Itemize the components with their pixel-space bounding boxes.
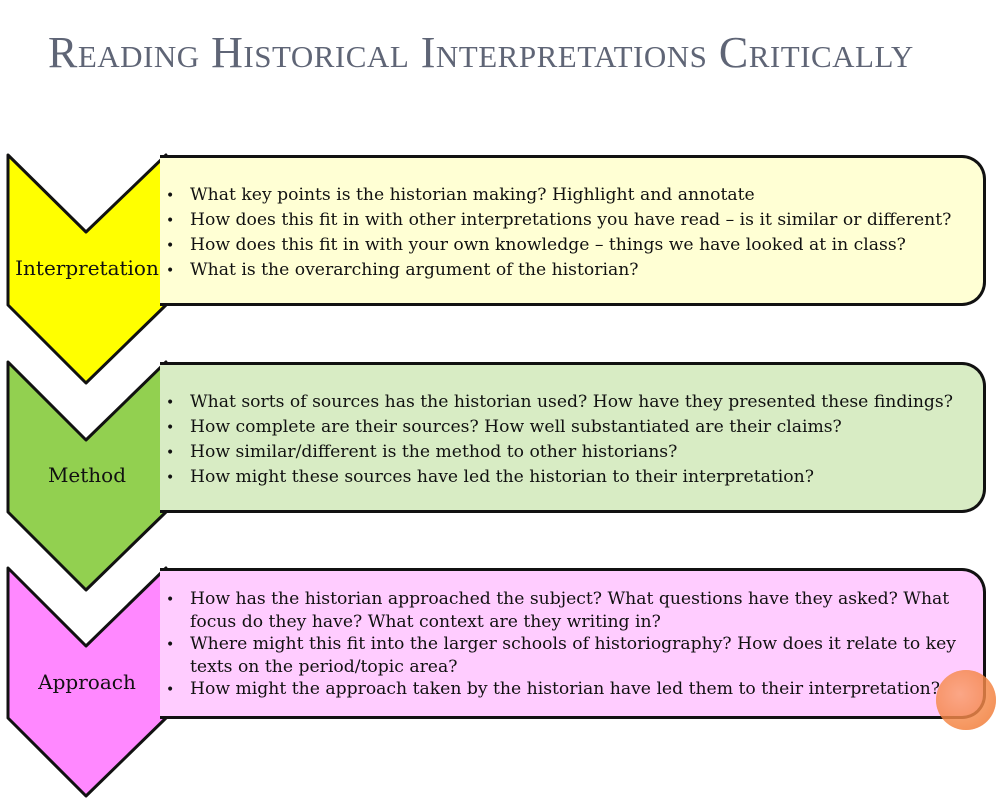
list-item: How does this fit in with your own knowl… xyxy=(160,233,983,258)
list-item: Where might this fit into the larger sch… xyxy=(160,633,969,678)
list-item: How might the approach taken by the hist… xyxy=(160,678,969,701)
list-item: How might these sources have led the his… xyxy=(160,465,983,490)
list-item: How similar/different is the method to o… xyxy=(160,440,983,465)
method-label: Method xyxy=(47,463,127,487)
list-item: How complete are their sources? How well… xyxy=(160,415,983,440)
list-item: How does this fit in with other interpre… xyxy=(160,208,983,233)
approach-points: How has the historian approached the sub… xyxy=(160,588,969,701)
list-item: How has the historian approached the sub… xyxy=(160,588,969,633)
slide-title: Reading Historical Interpretations Criti… xyxy=(48,28,914,77)
method-points: What sorts of sources has the historian … xyxy=(160,390,983,490)
orange-dot-icon xyxy=(936,670,996,730)
interpretation-label: Interpretation xyxy=(15,256,159,280)
interpretation-box: What key points is the historian making?… xyxy=(160,155,986,306)
list-item: What is the overarching argument of the … xyxy=(160,258,983,283)
approach-label: Approach xyxy=(38,670,136,694)
interpretation-points: What key points is the historian making?… xyxy=(160,183,983,283)
list-item: What sorts of sources has the historian … xyxy=(160,390,983,415)
list-item: What key points is the historian making?… xyxy=(160,183,983,208)
method-box: What sorts of sources has the historian … xyxy=(160,362,986,513)
approach-box: How has the historian approached the sub… xyxy=(160,568,986,719)
orange-dot-button[interactable] xyxy=(936,670,996,730)
